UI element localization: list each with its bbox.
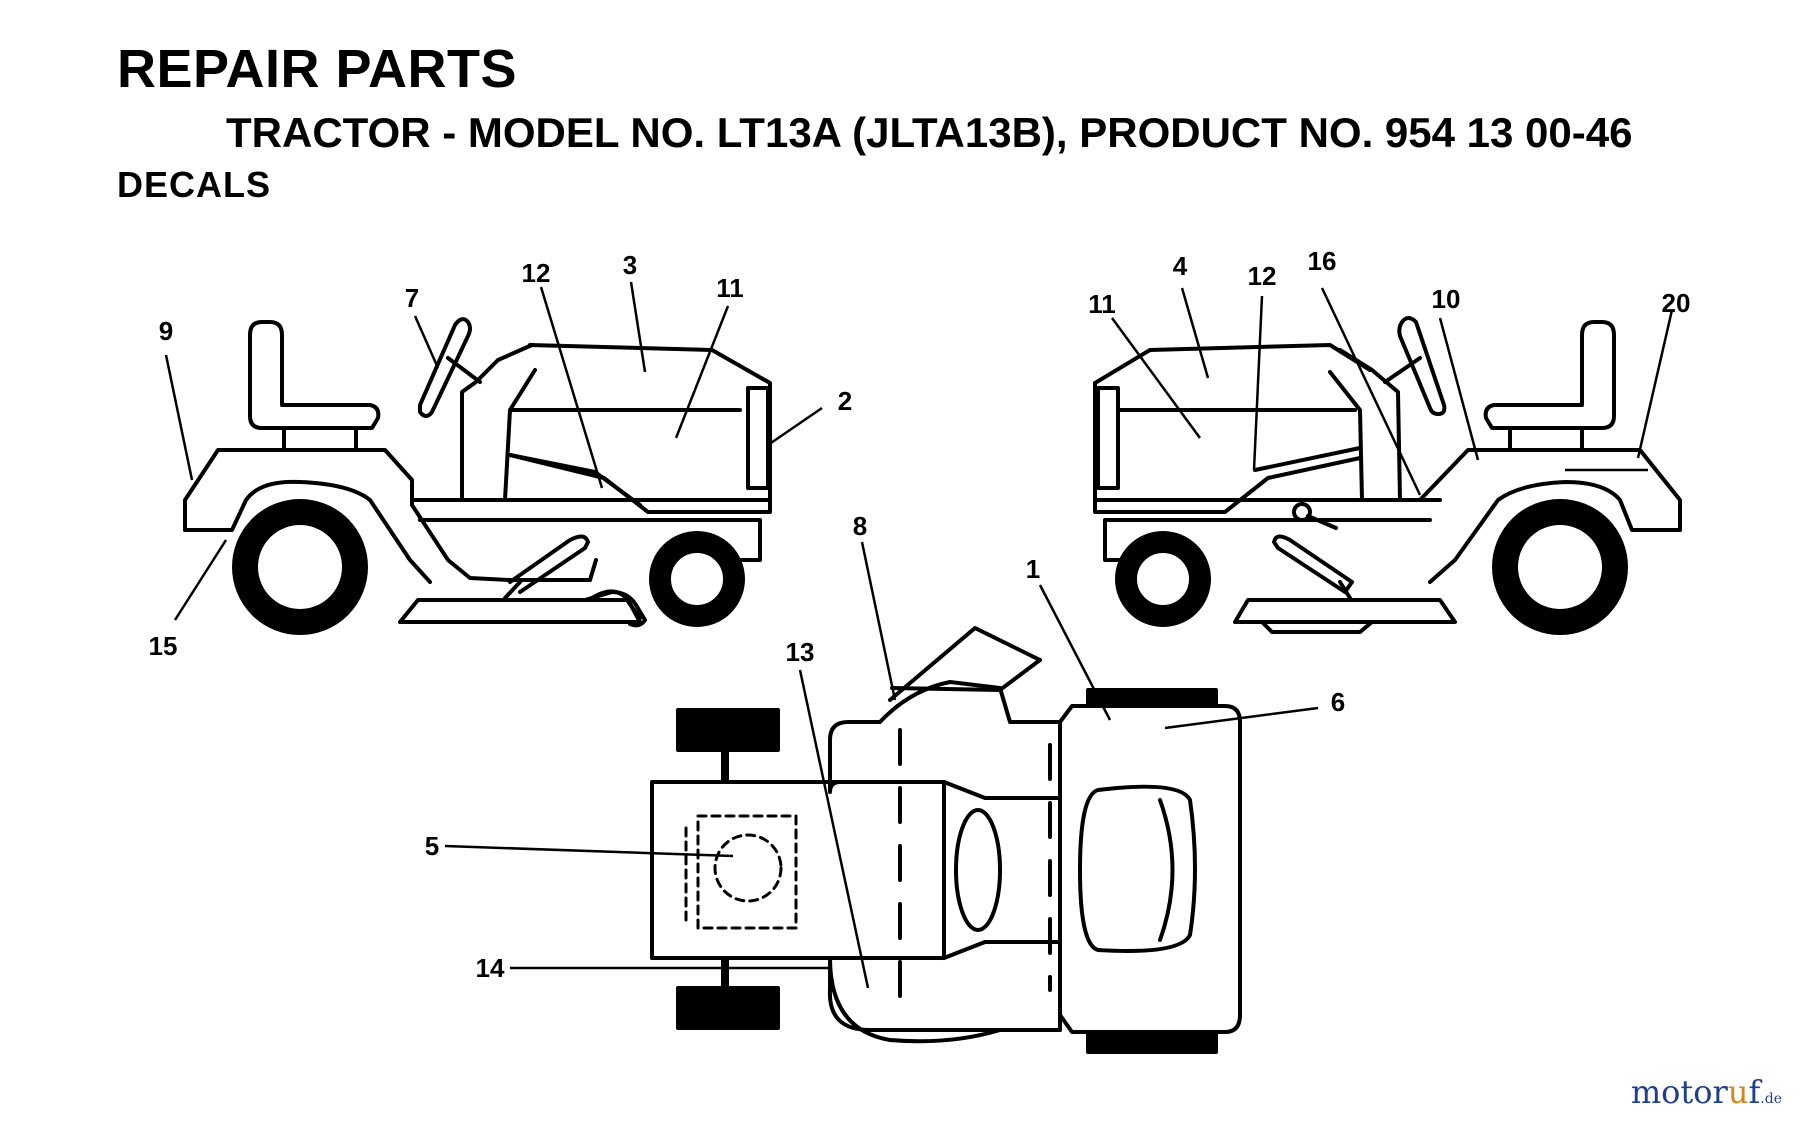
callout-12-right: 12 bbox=[1248, 261, 1277, 291]
rear-body-top bbox=[1058, 704, 1242, 1034]
callout-10: 10 bbox=[1432, 284, 1461, 314]
ignition-key-stem-right bbox=[1306, 514, 1338, 530]
steering-wheel-right bbox=[1397, 316, 1447, 416]
front-wheel-left bbox=[649, 531, 745, 627]
callout-6: 6 bbox=[1331, 687, 1345, 717]
deck-arc-top bbox=[828, 956, 1002, 1044]
ignition-key-right bbox=[1292, 502, 1312, 522]
steering-column-right bbox=[1383, 356, 1422, 384]
seat-post-right bbox=[1508, 426, 1584, 452]
mower-deck-right bbox=[1233, 598, 1457, 624]
leaders-right bbox=[1110, 287, 1674, 496]
callout-5: 5 bbox=[425, 831, 439, 861]
watermark-logo: motoruf.de bbox=[1631, 1076, 1782, 1108]
watermark-part3: f bbox=[1748, 1073, 1761, 1111]
seat-right bbox=[1483, 320, 1616, 430]
seat-post-left bbox=[282, 426, 358, 452]
fuel-cap-outline bbox=[713, 833, 783, 903]
leaders-left bbox=[164, 281, 823, 621]
tractor-top-view bbox=[650, 626, 1242, 1054]
callout-12: 12 bbox=[522, 258, 551, 288]
callout-14: 14 bbox=[476, 953, 505, 983]
frame-right bbox=[1093, 498, 1442, 562]
callout-16: 16 bbox=[1308, 246, 1337, 276]
pedal-left bbox=[508, 534, 590, 594]
watermark-part2: u bbox=[1727, 1073, 1749, 1111]
callouts-left: 9 7 12 3 11 2 15 bbox=[149, 250, 853, 661]
watermark-part1: motor bbox=[1630, 1073, 1728, 1111]
hood-lower-right bbox=[1253, 446, 1362, 472]
hood-top-left bbox=[508, 343, 772, 514]
dash-front-left bbox=[503, 368, 537, 502]
callout-11-right: 11 bbox=[1088, 289, 1116, 319]
rear-wheel-right bbox=[1492, 499, 1628, 635]
callout-11: 11 bbox=[716, 273, 744, 303]
steering-column-left bbox=[446, 356, 482, 384]
grille-left bbox=[746, 386, 770, 490]
wheels-left bbox=[232, 499, 745, 635]
callout-15: 15 bbox=[149, 631, 178, 661]
deck-shroud-top bbox=[888, 626, 1042, 702]
seat-top bbox=[1078, 784, 1197, 953]
front-tire-top-upper bbox=[676, 708, 780, 752]
dash-tower-left bbox=[460, 343, 534, 502]
dash-front-right bbox=[1328, 370, 1364, 502]
hood-front-right bbox=[1093, 381, 1362, 514]
hood-top bbox=[650, 780, 946, 960]
deck-strut-left bbox=[503, 580, 522, 600]
callouts-top: 8 1 13 6 5 14 bbox=[425, 511, 1345, 983]
callout-4: 4 bbox=[1173, 251, 1188, 281]
console-neck-top bbox=[942, 780, 1062, 960]
callouts-right: 11 4 12 16 10 20 bbox=[1088, 246, 1690, 319]
callout-9: 9 bbox=[159, 316, 173, 346]
callout-20: 20 bbox=[1662, 288, 1691, 318]
rear-wheel-arch-left bbox=[183, 479, 432, 584]
rear-wheel-left bbox=[232, 499, 368, 635]
callout-1: 1 bbox=[1026, 554, 1040, 584]
seat-back-top bbox=[1158, 798, 1175, 942]
page-title: REPAIR PARTS bbox=[117, 39, 518, 99]
front-tire-top-lower bbox=[676, 986, 780, 1030]
front-wheel-right bbox=[1115, 531, 1211, 627]
steering-wheel-left bbox=[418, 317, 472, 418]
seat-left bbox=[248, 320, 381, 430]
console-top bbox=[954, 808, 1002, 932]
callout-2: 2 bbox=[838, 386, 852, 416]
grille-right bbox=[1096, 386, 1120, 490]
mower-deck-left bbox=[398, 598, 642, 624]
callout-8: 8 bbox=[853, 511, 867, 541]
callout-7: 7 bbox=[405, 283, 419, 313]
frame-left bbox=[410, 498, 772, 562]
leaders-top bbox=[444, 541, 1319, 989]
deck-shroud-inner bbox=[890, 686, 1002, 692]
model-subtitle: TRACTOR - MODEL NO. LT13A (JLTA13B), PRO… bbox=[226, 109, 1633, 156]
wheels-right bbox=[1115, 499, 1628, 635]
section-label: DECALS bbox=[117, 164, 272, 205]
dash-tower-right bbox=[1338, 348, 1402, 502]
pedal-right bbox=[1272, 534, 1354, 594]
rear-wheel-arch-right bbox=[1428, 480, 1682, 584]
deck-chute-rim-left bbox=[590, 589, 642, 620]
mower-deck-top bbox=[827, 680, 1062, 1032]
watermark-suffix: .de bbox=[1760, 1091, 1782, 1107]
callout-13: 13 bbox=[786, 637, 815, 667]
deck-chute-right bbox=[1260, 620, 1374, 634]
engine-decal-outline bbox=[696, 814, 798, 930]
callout-3: 3 bbox=[623, 250, 637, 280]
hood-lower-left bbox=[508, 453, 642, 507]
